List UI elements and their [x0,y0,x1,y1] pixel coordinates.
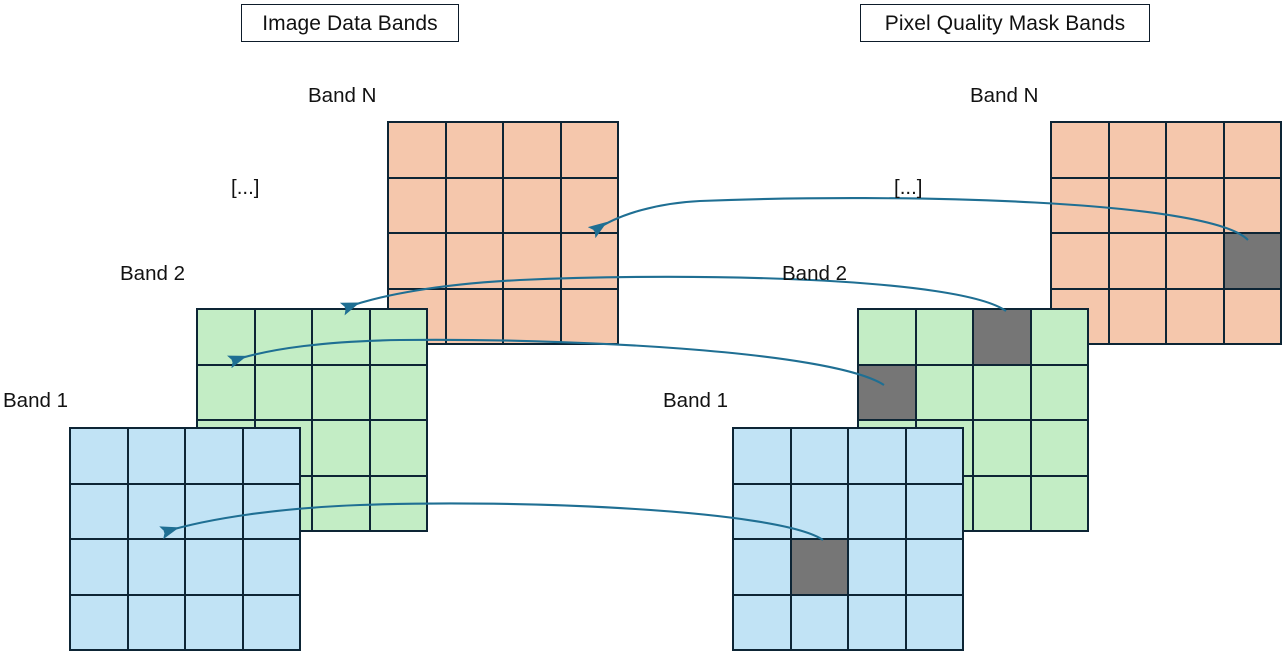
right-band-n-label: Band N [970,84,1039,107]
pixel-cell [1031,365,1087,419]
pixel-cell [446,289,502,343]
pixel-cell [906,540,962,594]
pixel-cell [974,421,1030,475]
pixel-cell [243,540,299,594]
pixel-cell [734,540,790,594]
pixel-cell [446,234,502,288]
right-band-2-label: Band 2 [782,262,847,285]
pixel-cell [1167,234,1223,288]
pixel-cell [504,289,560,343]
left-ellipsis-label: [...] [231,176,260,199]
pixel-cell [186,595,242,649]
masked-pixel-cell [974,310,1030,364]
left-band-n-label: Band N [308,84,377,107]
pixel-cell [370,476,426,530]
pixel-cell [791,429,847,483]
pixel-cell [71,540,127,594]
pixel-cell [1224,178,1280,232]
pixel-cell [974,365,1030,419]
pixel-cell [255,365,311,419]
pixel-cell [128,429,184,483]
pixel-cell [186,484,242,538]
pixel-cell [243,595,299,649]
pixel-cell [734,429,790,483]
pixel-cell [370,310,426,364]
pixel-cell [1052,178,1108,232]
pixel-cell [1109,289,1165,343]
left-band-1-label: Band 1 [3,389,68,412]
right-band-1-label: Band 1 [663,389,728,412]
pixel-cell [561,234,617,288]
pixel-cell [370,365,426,419]
pixel-cell [1167,178,1223,232]
pixel-cell [849,484,905,538]
pixel-cell [504,123,560,177]
pixel-cell [859,310,915,364]
pixel-cell [734,595,790,649]
pixel-cell [916,310,972,364]
pixel-cell [734,484,790,538]
pixel-cell [255,310,311,364]
pixel-cell [370,421,426,475]
pixel-cell [1167,289,1223,343]
pixel-cell [186,429,242,483]
pixel-cell [198,310,254,364]
pixel-cell [71,429,127,483]
masked-pixel-cell [1224,234,1280,288]
pixel-cell [313,421,369,475]
pixel-cell [243,484,299,538]
pixel-cell [128,540,184,594]
pixel-cell [1052,123,1108,177]
pixel-cell [791,595,847,649]
pixel-cell [128,484,184,538]
pixel-cell [906,595,962,649]
pixel-cell [1224,289,1280,343]
pixel-cell [504,234,560,288]
pixel-cell [446,178,502,232]
pixel-cell [1109,178,1165,232]
pixel-cell [389,178,445,232]
pixel-cell [243,429,299,483]
pixel-cell [1031,421,1087,475]
pixel-cell [1109,234,1165,288]
pixel-cell [561,289,617,343]
masked-pixel-cell [791,540,847,594]
pixel-cell [128,595,184,649]
pixel-cell [389,234,445,288]
pixel-cell [198,365,254,419]
pixel-cell [974,476,1030,530]
grid-image-band-1 [69,427,301,651]
pixel-cell [791,484,847,538]
pixel-cell [1224,123,1280,177]
pixel-cell [1031,310,1087,364]
pixel-quality-mask-bands-title: Pixel Quality Mask Bands [860,4,1150,42]
image-data-bands-title: Image Data Bands [241,4,459,42]
pixel-cell [313,365,369,419]
pixel-cell [389,123,445,177]
pixel-cell [906,429,962,483]
pixel-cell [849,540,905,594]
pixel-cell [1109,123,1165,177]
grid-mask-band-1 [732,427,964,651]
right-ellipsis-label: [...] [894,176,923,199]
left-band-2-label: Band 2 [120,262,185,285]
pixel-cell [916,365,972,419]
masked-pixel-cell [859,365,915,419]
pixel-cell [849,429,905,483]
pixel-cell [561,123,617,177]
pixel-cell [849,595,905,649]
pixel-cell [561,178,617,232]
pixel-cell [906,484,962,538]
pixel-cell [1167,123,1223,177]
pixel-cell [313,310,369,364]
pixel-cell [71,595,127,649]
pixel-cell [313,476,369,530]
pixel-cell [504,178,560,232]
pixel-cell [1052,234,1108,288]
pixel-cell [446,123,502,177]
pixel-cell [1031,476,1087,530]
pixel-cell [71,484,127,538]
pixel-cell [186,540,242,594]
